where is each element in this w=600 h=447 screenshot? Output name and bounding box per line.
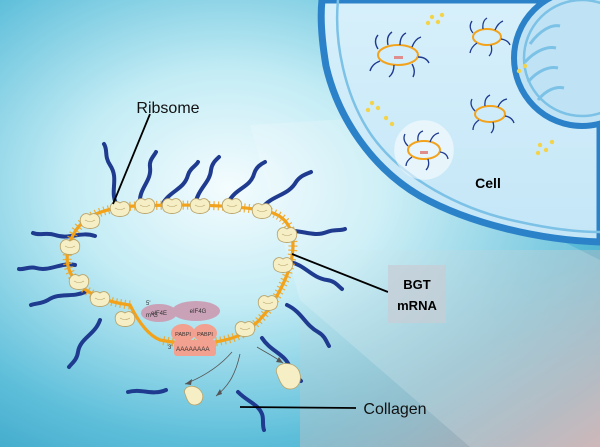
- ribosome-icon: [251, 203, 273, 219]
- collagen-chain-icon: [288, 260, 344, 291]
- collagen-protein-icon: [184, 385, 204, 406]
- ribosome-icon: [189, 198, 211, 214]
- collagen-chain-icon: [160, 160, 200, 207]
- polya-tail-label: AAAAAAAA: [176, 346, 210, 353]
- collagen-chain-icon: [260, 170, 313, 210]
- eif4g-protein: [172, 301, 220, 321]
- collagen-particle-icon: [365, 12, 555, 156]
- magnified-bubble: [394, 120, 454, 180]
- collagen-chain-icon: [29, 290, 87, 307]
- nucleus-icon: [511, 0, 600, 129]
- ribosome-icon: [272, 257, 294, 273]
- ribosome-icon: [114, 311, 136, 327]
- five-prime-label: 5': [146, 301, 150, 307]
- polya-tail-box: [174, 340, 216, 356]
- ribosome-icon: [221, 198, 243, 214]
- eif4g-label: eIF4G: [190, 309, 207, 315]
- pabp-label-2: PABPI: [197, 332, 213, 338]
- cell-label: Cell: [475, 175, 501, 191]
- three-prime-label: 3': [168, 345, 172, 351]
- collagen-protein-icon: [275, 363, 301, 390]
- ribosome-icon: [257, 295, 279, 311]
- collagen-chain-icon: [126, 388, 168, 395]
- pabp-protein: [171, 324, 195, 342]
- ribosome-icon: [234, 321, 256, 337]
- collagen-chain-icon: [226, 160, 267, 205]
- collagen-chain-icon: [17, 262, 77, 272]
- collagen-chain-icon: [102, 142, 120, 209]
- collagen-chain-icon: [67, 318, 102, 369]
- m7g-cap-label: m⁷G: [146, 312, 158, 319]
- cell: Cell: [317, 0, 600, 246]
- ribosome-callout: Ribsome: [112, 100, 200, 205]
- bgt-label: BGT: [403, 277, 431, 292]
- mini-polysome: [469, 17, 511, 57]
- collagen-label: Collagen: [363, 401, 426, 418]
- mini-polysome: [369, 31, 430, 78]
- ribosome-label: Ribsome: [136, 100, 199, 117]
- collagen-chain-icon: [285, 303, 331, 348]
- ribosome-icon: [134, 198, 156, 214]
- ribosome-icon: [161, 198, 183, 214]
- bgt-mrna-label-box: [388, 265, 446, 323]
- ribosome-icon: [79, 213, 101, 229]
- initiation-complex: 5' m⁷G eIF4E eIF4G PABPI PABPI 3' AAAAAA…: [141, 301, 220, 356]
- ribosome-icon: [89, 291, 111, 307]
- collagen-chain-icon: [193, 155, 221, 207]
- mrna-label: mRNA: [397, 298, 437, 313]
- pabp-protein: [193, 324, 217, 342]
- collagen-chain-icon: [283, 227, 347, 236]
- eif4e-protein: [141, 304, 177, 322]
- collagen-chain-icon: [31, 231, 97, 239]
- collagen-chain-icon: [236, 390, 266, 432]
- collagen-callout: Collagen: [239, 401, 427, 418]
- ribosome-icon: [59, 239, 81, 255]
- released-collagen: [184, 346, 301, 406]
- mini-polysome: [470, 94, 515, 134]
- background-warm-tint: [300, 250, 600, 447]
- collagen-chain-icon: [137, 150, 158, 207]
- eif4e-label: eIF4E: [151, 311, 167, 317]
- pabp-label-1: PABPI: [175, 332, 191, 338]
- ribosome-icon: [276, 227, 298, 243]
- bgt-mrna-callout: BGT mRNA: [291, 253, 446, 323]
- ribosome-icon: [68, 274, 90, 290]
